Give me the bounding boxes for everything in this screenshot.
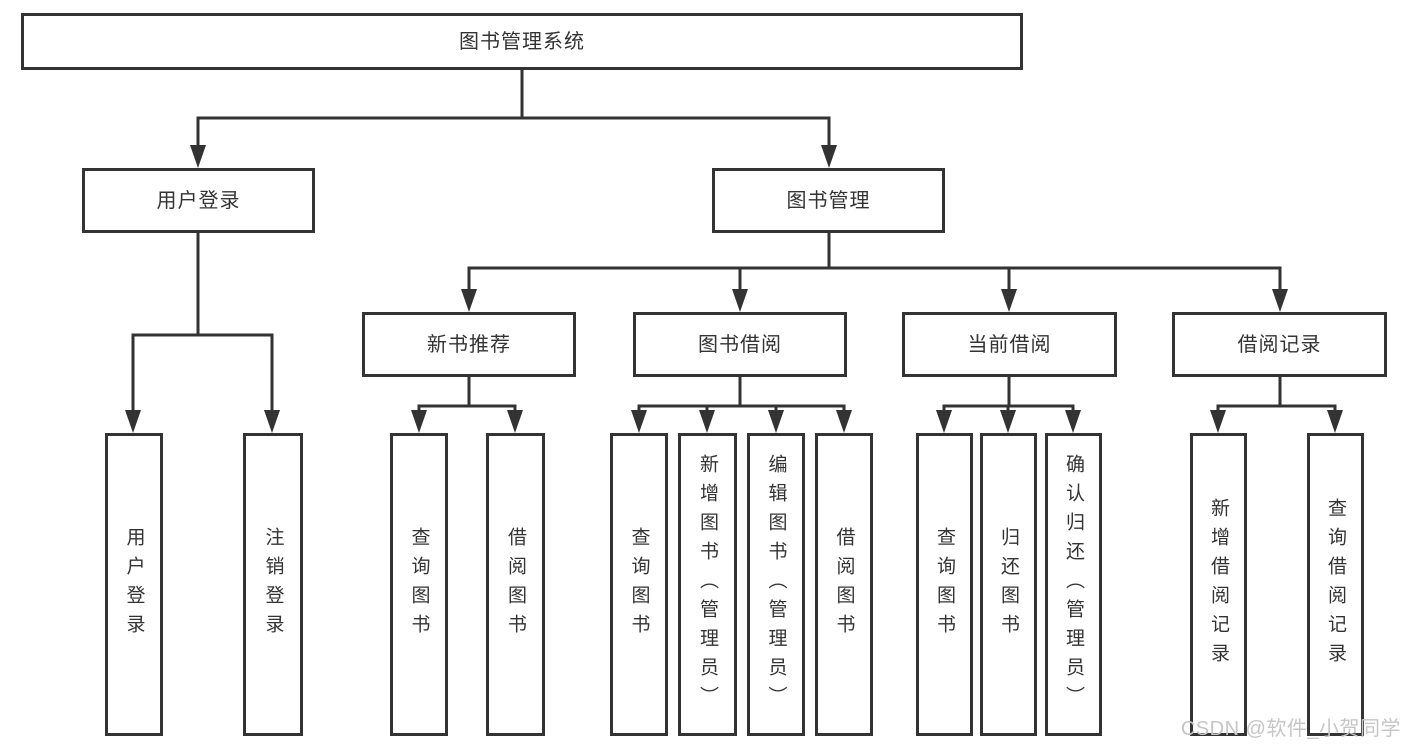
connector-book-borrow-to-leaves — [631, 377, 852, 433]
node-borrow-records: 借阅记录 — [1172, 312, 1387, 377]
leaf-current-query-books: 查询图书 — [916, 433, 973, 736]
node-current-borrow: 当前借阅 — [902, 312, 1117, 377]
leaf-user-login: 用户登录 — [105, 433, 163, 736]
connector-root-to-level2 — [190, 70, 837, 168]
node-book-management: 图书管理 — [712, 168, 945, 233]
watermark: CSDN @软件_小贺同学 — [1180, 718, 1401, 740]
node-new-book-recommend: 新书推荐 — [362, 312, 576, 377]
leaf-current-return-books: 归还图书 — [980, 433, 1037, 736]
leaf-recommend-borrow-books: 借阅图书 — [486, 433, 545, 736]
connector-book-management-to-level3 — [461, 233, 1288, 312]
leaf-borrow-borrow-books: 借阅图书 — [815, 433, 873, 736]
leaf-current-confirm-return: 确认归还（管理员） — [1045, 433, 1102, 736]
leaf-borrow-add-books: 新增图书（管理员） — [678, 433, 737, 736]
leaf-records-query-record: 查询借阅记录 — [1307, 433, 1364, 736]
connector-current-borrow-to-leaves — [936, 377, 1081, 433]
connector-borrow-records-to-leaves — [1210, 377, 1343, 433]
leaf-logout: 注销登录 — [243, 433, 303, 736]
leaf-records-add-record: 新增借阅记录 — [1190, 433, 1247, 736]
leaf-borrow-edit-books: 编辑图书（管理员） — [747, 433, 805, 736]
node-book-borrow: 图书借阅 — [633, 312, 847, 377]
node-user-login: 用户登录 — [82, 168, 315, 233]
node-root: 图书管理系统 — [21, 13, 1023, 70]
connector-user-login-to-leaves — [125, 233, 280, 433]
connector-new-book-recommend-to-leaves — [411, 377, 523, 433]
leaf-recommend-query-books: 查询图书 — [390, 433, 448, 736]
leaf-borrow-query-books: 查询图书 — [610, 433, 668, 736]
